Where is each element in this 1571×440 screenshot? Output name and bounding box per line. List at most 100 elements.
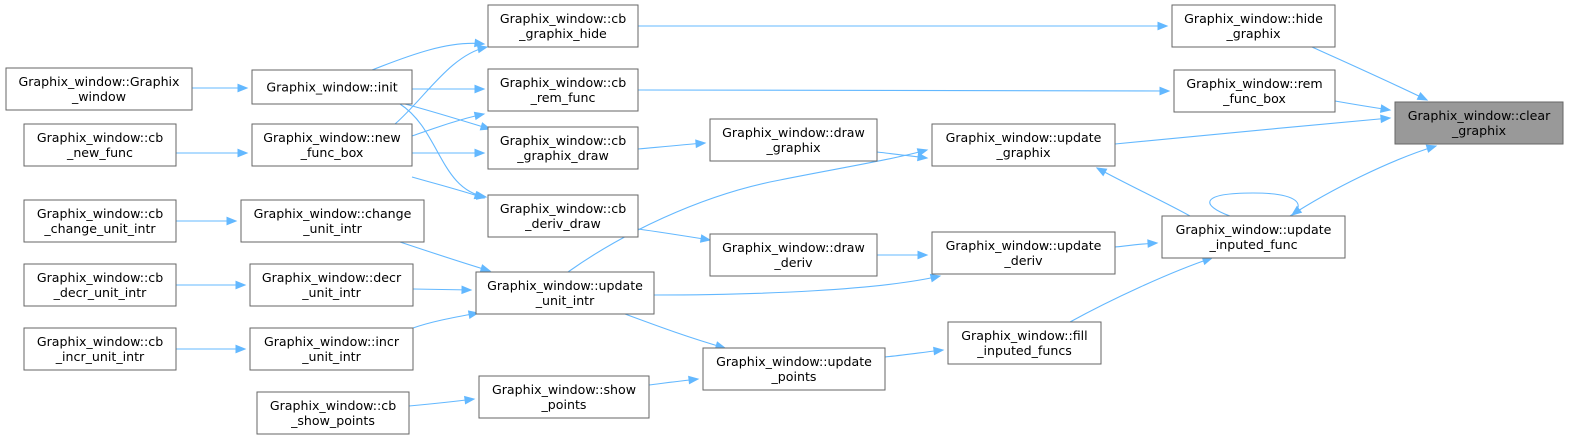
node-cb-decr-unit-intr[interactable]: Graphix_window::cb_decr_unit_intr xyxy=(23,263,177,307)
node-box xyxy=(23,327,177,371)
edge-arrowhead xyxy=(1379,104,1392,113)
edge-change_unit_intr-to-update_unit_intr xyxy=(399,241,492,273)
node-draw-deriv[interactable]: Graphix_window::draw_deriv xyxy=(709,233,878,277)
node-box xyxy=(1161,215,1346,259)
node-box xyxy=(1171,4,1336,48)
edge-arrowhead xyxy=(1095,167,1108,177)
node-update-deriv[interactable]: Graphix_window::update_deriv xyxy=(931,231,1116,275)
node-new-func-box[interactable]: Graphix_window::new_func_box xyxy=(251,123,413,167)
node-cb-graphix-hide[interactable]: Graphix_window::cb_graphix_hide xyxy=(487,4,639,48)
node-cb-new-func[interactable]: Graphix_window::cb_new_func xyxy=(23,123,177,167)
node-rem-func-box[interactable]: Graphix_window::rem_func_box xyxy=(1173,69,1336,113)
node-draw-graphix[interactable]: Graphix_window::draw_graphix xyxy=(709,118,878,162)
edge-arrowhead xyxy=(226,216,238,226)
node-box xyxy=(249,327,414,371)
node-change-unit-intr[interactable]: Graphix_window::change_unit_intr xyxy=(240,199,425,243)
edge-incr_unit_intr-to-update_unit_intr xyxy=(412,310,480,329)
node-cb-graphix-draw[interactable]: Graphix_window::cb_graphix_draw xyxy=(487,126,639,170)
edge-arrowhead xyxy=(916,148,929,157)
node-box xyxy=(1394,101,1564,145)
edge-line xyxy=(394,46,488,125)
node-decr-unit-intr[interactable]: Graphix_window::decr_unit_intr xyxy=(249,263,414,307)
node-update-inputed-func[interactable]: Graphix_window::update_inputed_func xyxy=(1161,215,1346,259)
node-label-line: Graphix_window::cb xyxy=(37,270,163,285)
node-box xyxy=(709,118,878,162)
node-box xyxy=(23,199,177,243)
node-label-line: Graphix_window::draw xyxy=(722,240,865,255)
node-label-line: _graphix xyxy=(995,145,1051,160)
node-update-points[interactable]: Graphix_window::update_points xyxy=(702,347,886,391)
node-cb-show-points[interactable]: Graphix_window::cb_show_points xyxy=(256,391,410,435)
node-label-line: Graphix_window::update xyxy=(1176,222,1332,237)
edge-arrowhead xyxy=(235,344,247,354)
edge-cb_show_points-to-show_points xyxy=(408,395,476,407)
edge-arrowhead xyxy=(479,264,492,273)
node-label-line: _incr_unit_intr xyxy=(55,349,145,364)
node-label-line: Graphix_window::cb xyxy=(37,334,163,349)
node-label-line: _deriv xyxy=(773,255,813,270)
node-cb-change-unit-intr[interactable]: Graphix_window::cb_change_unit_intr xyxy=(23,199,177,243)
node-show-points[interactable]: Graphix_window::show_points xyxy=(478,375,650,419)
node-label-line: _unit_intr xyxy=(302,221,362,236)
edge-line xyxy=(412,312,479,329)
node-Graphix-window[interactable]: Graphix_window::Graphix_window xyxy=(5,67,193,111)
edge-line xyxy=(411,176,485,199)
edge-line xyxy=(1069,257,1213,323)
edge-arrowhead xyxy=(1380,114,1392,124)
node-label-line: Graphix_window::init xyxy=(266,80,397,95)
node-label-line: Graphix_window::update xyxy=(487,278,643,293)
node-box xyxy=(1173,69,1336,113)
edge-update_unit_intr-to-update_graphix xyxy=(567,148,929,273)
edge-line xyxy=(637,228,711,241)
edge-line xyxy=(1289,145,1437,217)
edge-update_inputed_func-to-clear_graphix xyxy=(1289,144,1438,217)
node-incr-unit-intr[interactable]: Graphix_window::incr_unit_intr xyxy=(249,327,414,371)
node-label-line: _func_box xyxy=(1222,91,1286,106)
edge-arrowhead xyxy=(237,148,249,158)
node-cb-deriv-draw[interactable]: Graphix_window::cb_deriv_draw xyxy=(487,194,639,238)
node-update-unit-intr[interactable]: Graphix_window::update_unit_intr xyxy=(475,271,655,315)
edge-arrowhead xyxy=(1147,239,1159,248)
node-box xyxy=(931,231,1116,275)
edge-line xyxy=(411,113,485,137)
edge-arrowhead xyxy=(461,285,473,295)
node-label-line: Graphix_window::cb xyxy=(37,130,163,145)
edge-update_points-to-fill_inputed_funcs xyxy=(884,346,945,358)
node-label-line: _inputed_func xyxy=(1208,237,1297,252)
edge-Graphix_window-to-init xyxy=(192,83,249,93)
edge-cb_change_unit_intr-to-change_unit_intr xyxy=(176,216,238,226)
node-box xyxy=(709,233,878,277)
edge-update_inputed_func-to-update_inputed_func xyxy=(1209,192,1303,217)
edge-update_unit_intr-to-update_deriv xyxy=(653,273,942,296)
edge-cb_rem_func-to-rem_func_box xyxy=(637,86,1171,96)
edge-cb_incr_unit_intr-to-incr_unit_intr xyxy=(176,344,247,354)
node-box xyxy=(256,391,410,435)
node-clear-graphix[interactable]: Graphix_window::clear_graphix xyxy=(1394,101,1564,145)
node-box xyxy=(251,123,413,167)
node-label-line: Graphix_window::update xyxy=(946,130,1102,145)
edge-arrowhead xyxy=(237,83,249,93)
edge-rem_func_box-to-clear_graphix xyxy=(1334,100,1392,113)
node-label-line: Graphix_window::rem xyxy=(1186,76,1322,91)
node-update-graphix[interactable]: Graphix_window::update_graphix xyxy=(931,123,1116,167)
node-fill-inputed-funcs[interactable]: Graphix_window::fill_inputed_funcs xyxy=(947,321,1102,365)
node-box xyxy=(487,68,639,112)
edge-arrowhead xyxy=(474,148,486,158)
edge-arrowhead xyxy=(933,346,945,356)
edge-line xyxy=(371,42,485,71)
edge-decr_unit_intr-to-update_unit_intr xyxy=(412,285,473,295)
edge-arrowhead xyxy=(1290,205,1303,216)
edge-arrowhead xyxy=(699,234,712,243)
node-hide-graphix[interactable]: Graphix_window::hide_graphix xyxy=(1171,4,1336,48)
node-label-line: _rem_func xyxy=(530,90,596,105)
edge-line xyxy=(408,398,475,407)
node-init[interactable]: Graphix_window::init xyxy=(251,69,413,105)
node-label-line: Graphix_window::show xyxy=(492,382,636,397)
node-cb-incr-unit-intr[interactable]: Graphix_window::cb_incr_unit_intr xyxy=(23,327,177,371)
node-label-line: _unit_intr xyxy=(301,349,361,364)
node-cb-rem-func[interactable]: Graphix_window::cb_rem_func xyxy=(487,68,639,112)
edge-line xyxy=(1209,192,1299,217)
node-label-line: _graphix_draw xyxy=(516,148,609,163)
node-label-line: Graphix_window::update xyxy=(946,238,1102,253)
